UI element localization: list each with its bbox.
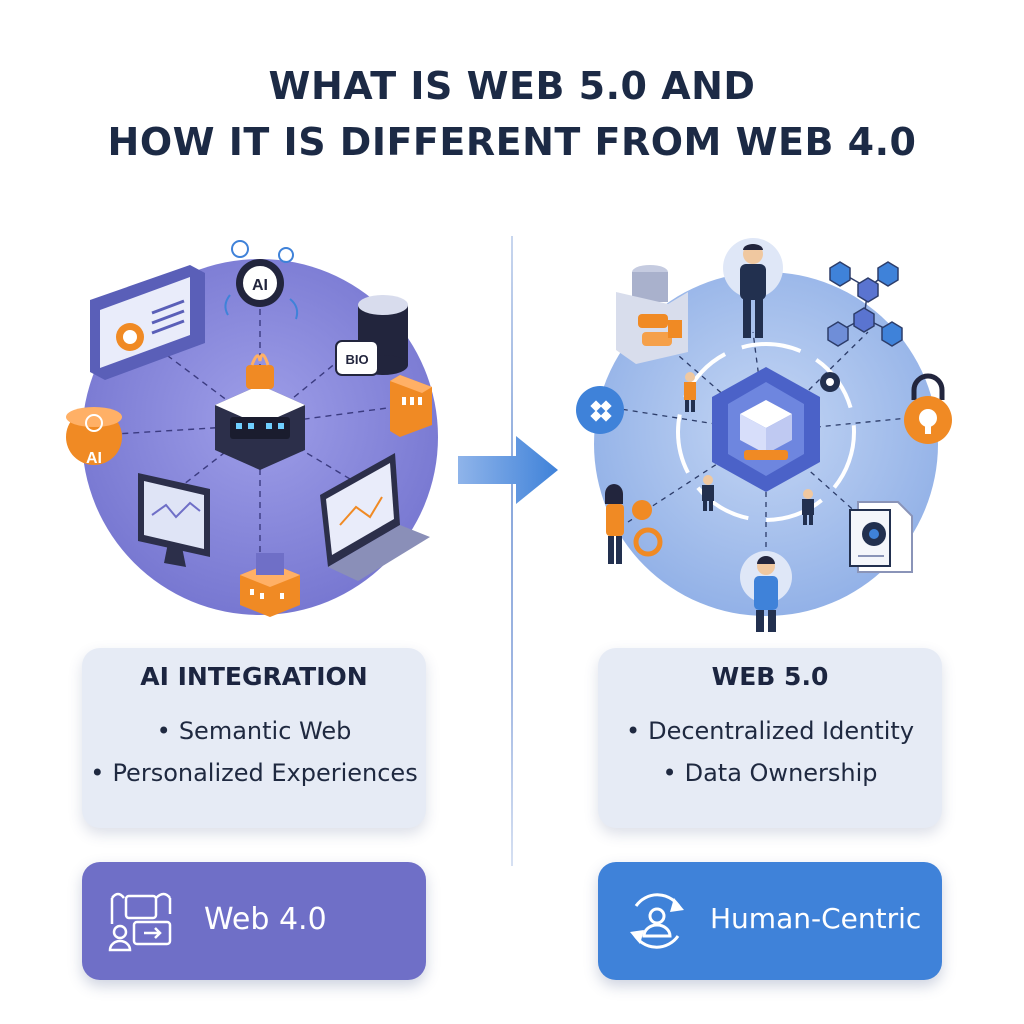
web4-illustration: AI BIO [60,225,450,635]
user-figure-small-3-icon [802,489,814,525]
page-title: WHAT IS WEB 5.0 AND HOW IT IS DIFFERENT … [0,58,1024,170]
central-server-icon [215,353,305,470]
list-item: Personalized Experiences [82,752,426,794]
user-figure-small-2-icon [702,475,714,511]
ai-badge-icon: AI [66,407,122,467]
human-centric-button-label: Human-Centric [710,902,922,935]
list-item: Data Ownership [598,752,942,794]
web5-features-card: WEB 5.0 Decentralized Identity Data Owne… [598,648,942,828]
desktop-monitor-icon [138,473,210,567]
web4-button[interactable]: Web 4.0 [82,862,426,980]
web4-feature-list: Semantic Web Personalized Experiences [82,710,426,794]
web4-button-label: Web 4.0 [204,902,327,937]
user-cycle-icon [622,886,692,956]
blockchain-network-icon [827,261,903,347]
user-woman-icon [605,484,663,564]
human-centric-button[interactable]: Human-Centric [598,862,942,980]
decentralized-app-icon [576,386,624,434]
list-item: Semantic Web [82,710,426,752]
user-avatar-bottom-icon [740,551,792,632]
building-block-icon [240,553,300,617]
web4-card-title: AI INTEGRATION [140,662,368,691]
title-line-1: WHAT IS WEB 5.0 AND [268,64,756,108]
user-figure-small-1-icon [684,372,696,412]
bio-label: BIO [345,352,368,367]
title-line-2: HOW IT IS DIFFERENT FROM WEB 4.0 [107,120,917,164]
server-device-icon [90,265,205,380]
padlock-icon [904,373,952,444]
user-avatar-top-icon [723,238,783,338]
ai-chip-icon: AI [224,240,299,320]
center-divider [511,236,513,866]
web5-feature-list: Decentralized Identity Data Ownership [598,710,942,794]
web4-features-card: AI INTEGRATION Semantic Web Personalized… [82,648,426,828]
web5-card-title: WEB 5.0 [711,662,829,691]
bio-storage-icon: BIO [335,295,408,376]
laptop-icon [320,453,430,581]
web5-illustration [568,232,958,642]
identity-document-icon [849,501,913,573]
transition-arrow-icon [458,432,562,508]
database-storage-icon [616,265,688,364]
ai-badge-label: AI [86,450,102,467]
workflow-icon [104,884,180,960]
central-identity-hub-icon [712,367,820,492]
hub-node-icon [820,372,840,392]
list-item: Decentralized Identity [598,710,942,752]
orbit-ring [676,342,856,522]
data-block-icon [390,375,432,437]
ai-chip-label: AI [252,277,268,294]
